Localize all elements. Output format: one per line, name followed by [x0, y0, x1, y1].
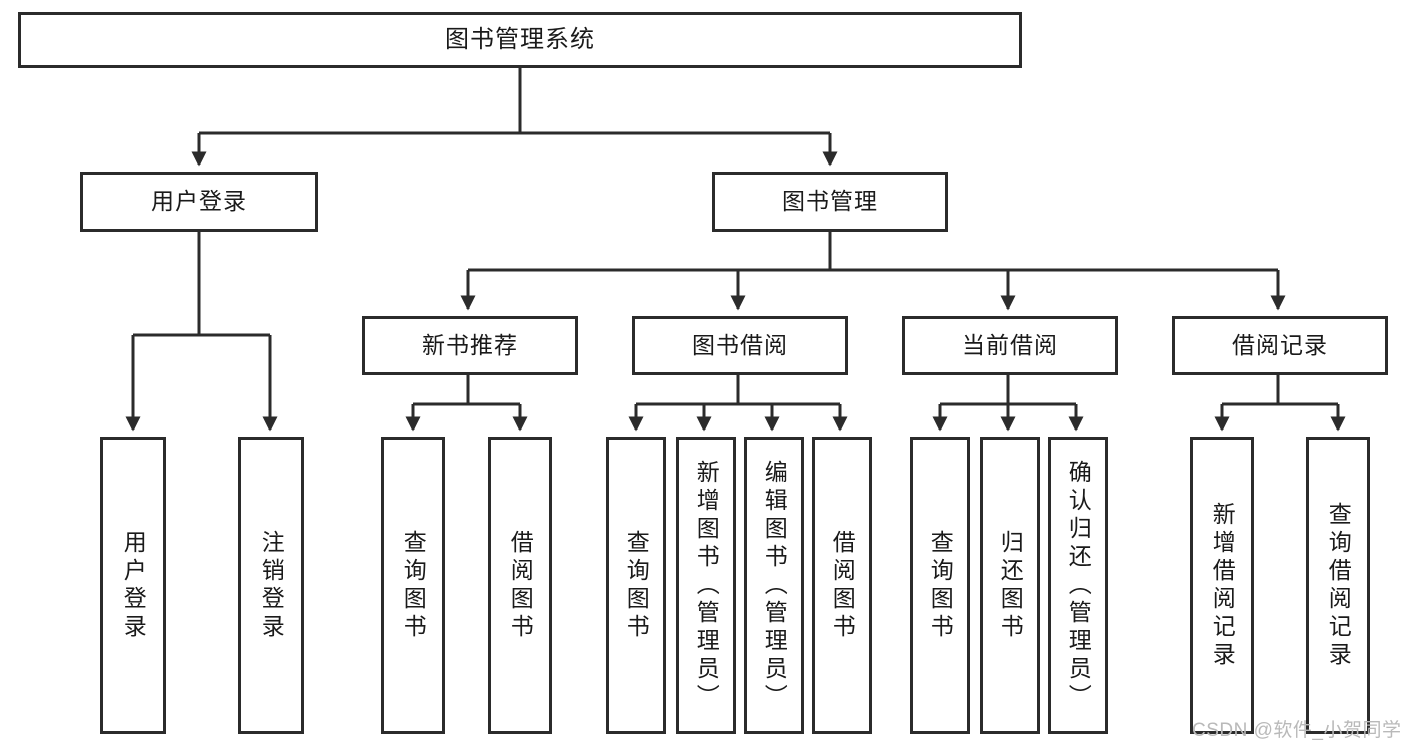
node-book-borrow-label: 图书借阅	[692, 331, 788, 358]
node-leaf-borrow-book-2[interactable]: 借阅图书	[812, 437, 872, 734]
node-leaf-user-login-label: 用户登录	[120, 529, 147, 642]
node-leaf-query-record[interactable]: 查询借阅记录	[1306, 437, 1370, 734]
node-user-login[interactable]: 用户登录	[80, 172, 318, 232]
node-leaf-borrow-book-2-label: 借阅图书	[829, 529, 856, 642]
node-leaf-query-book-1[interactable]: 查询图书	[381, 437, 445, 734]
node-leaf-return-book[interactable]: 归还图书	[980, 437, 1040, 734]
node-leaf-query-book-2-label: 查询图书	[623, 529, 650, 642]
node-leaf-add-record-label: 新增借阅记录	[1209, 501, 1236, 670]
node-new-book-recommend-label: 新书推荐	[422, 331, 518, 358]
node-leaf-query-book-2[interactable]: 查询图书	[606, 437, 666, 734]
node-current-borrow-label: 当前借阅	[962, 331, 1058, 358]
node-leaf-return-book-label: 归还图书	[997, 529, 1024, 642]
node-leaf-user-login[interactable]: 用户登录	[100, 437, 166, 734]
node-leaf-query-book-3-label: 查询图书	[927, 529, 954, 642]
node-leaf-query-record-label: 查询借阅记录	[1325, 501, 1352, 670]
node-borrow-record-label: 借阅记录	[1232, 331, 1328, 358]
node-leaf-borrow-book-1-label: 借阅图书	[507, 529, 534, 642]
node-borrow-record[interactable]: 借阅记录	[1172, 316, 1388, 375]
node-current-borrow[interactable]: 当前借阅	[902, 316, 1118, 375]
node-book-management-label: 图书管理	[782, 188, 878, 215]
node-leaf-query-book-3[interactable]: 查询图书	[910, 437, 970, 734]
node-book-borrow[interactable]: 图书借阅	[632, 316, 848, 375]
watermark: CSDN @软件_小贺同学	[1192, 720, 1402, 741]
node-leaf-add-record[interactable]: 新增借阅记录	[1190, 437, 1254, 734]
node-leaf-add-book-label: 新增图书（管理员）	[693, 459, 720, 712]
node-leaf-confirm-return[interactable]: 确认归还（管理员）	[1048, 437, 1108, 734]
node-leaf-add-book[interactable]: 新增图书（管理员）	[676, 437, 736, 734]
node-leaf-user-logout[interactable]: 注销登录	[238, 437, 304, 734]
node-leaf-edit-book[interactable]: 编辑图书（管理员）	[744, 437, 804, 734]
node-root-label: 图书管理系统	[445, 25, 595, 53]
node-user-login-label: 用户登录	[151, 188, 247, 215]
node-leaf-confirm-return-label: 确认归还（管理员）	[1065, 459, 1092, 712]
node-leaf-user-logout-label: 注销登录	[258, 529, 285, 642]
node-root[interactable]: 图书管理系统	[18, 12, 1022, 68]
node-leaf-edit-book-label: 编辑图书（管理员）	[761, 459, 788, 712]
node-leaf-borrow-book-1[interactable]: 借阅图书	[488, 437, 552, 734]
node-new-book-recommend[interactable]: 新书推荐	[362, 316, 578, 375]
node-leaf-query-book-1-label: 查询图书	[400, 529, 427, 642]
node-book-management[interactable]: 图书管理	[712, 172, 948, 232]
